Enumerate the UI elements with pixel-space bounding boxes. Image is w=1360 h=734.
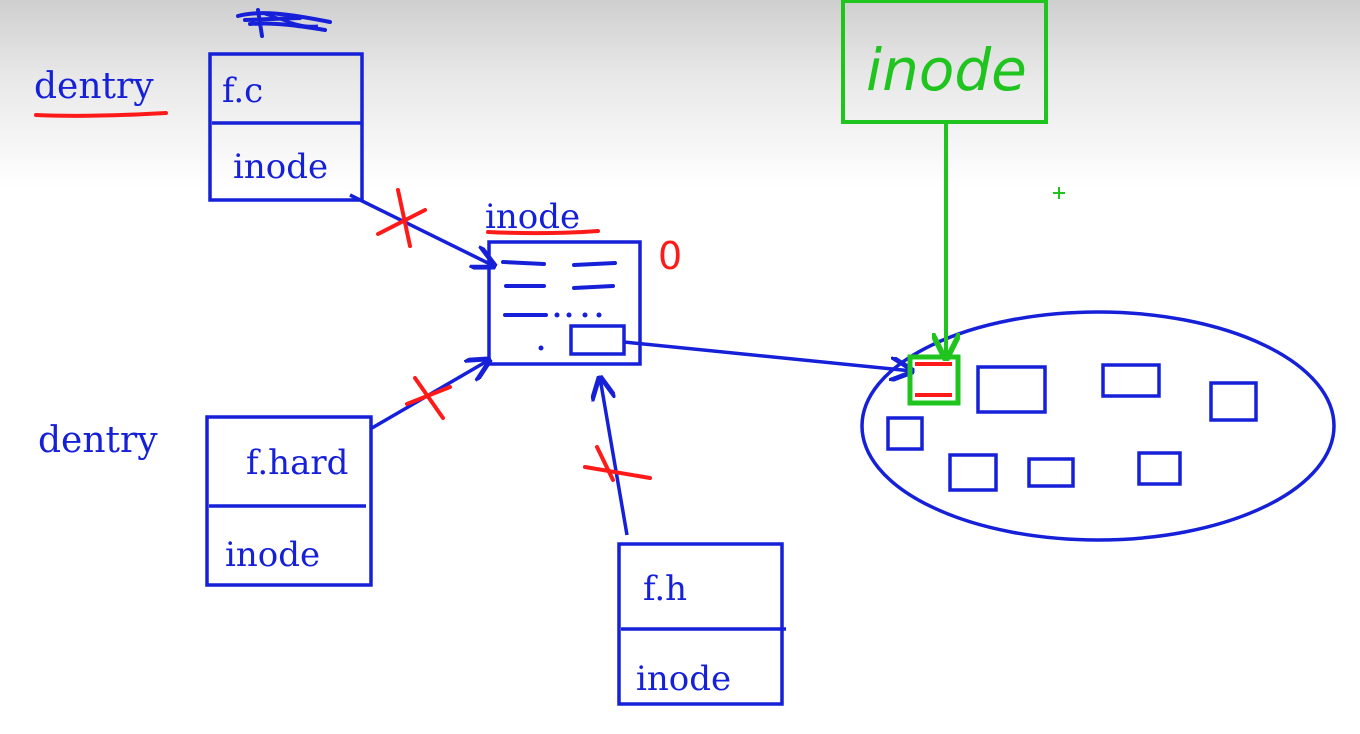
inode-field-f-hard: inode (225, 535, 320, 575)
cross-mark-3 (583, 445, 652, 482)
dentry-box-f-c: f.c inode (208, 52, 364, 202)
dentry-underline (34, 111, 168, 118)
dentry-box-f-h: f.h inode (617, 542, 786, 706)
scribbled-text (236, 8, 332, 38)
cross-mark-1 (376, 188, 427, 248)
arrow-f-h-to-inode (600, 378, 629, 536)
arrow-inode-to-disk-block (623, 340, 912, 371)
dentry-box-f-hard: f.hard inode (205, 415, 373, 587)
inode-title-underline (486, 229, 600, 236)
file-name-f-hard: f.hard (246, 443, 348, 483)
green-inode-box: inode (841, 0, 1048, 358)
file-name-f-c: f.c (222, 71, 263, 111)
link-count: 0 (658, 234, 682, 278)
block-pointer-field (569, 324, 626, 356)
arrow-f-c-to-inode (349, 193, 494, 266)
inode-field-f-h: inode (636, 659, 731, 699)
plus-mark (1053, 187, 1065, 199)
inode-box (487, 240, 642, 366)
inode-field-f-c: inode (233, 147, 328, 187)
disk-blocks (860, 310, 1336, 542)
file-name-f-h: f.h (643, 569, 687, 609)
dentry-label-top: dentry (34, 66, 154, 107)
green-inode-label: inode (866, 36, 1027, 104)
cross-mark-2 (405, 376, 452, 420)
inode-title: inode (485, 197, 580, 237)
dentry-label-bottom: dentry (38, 420, 158, 461)
